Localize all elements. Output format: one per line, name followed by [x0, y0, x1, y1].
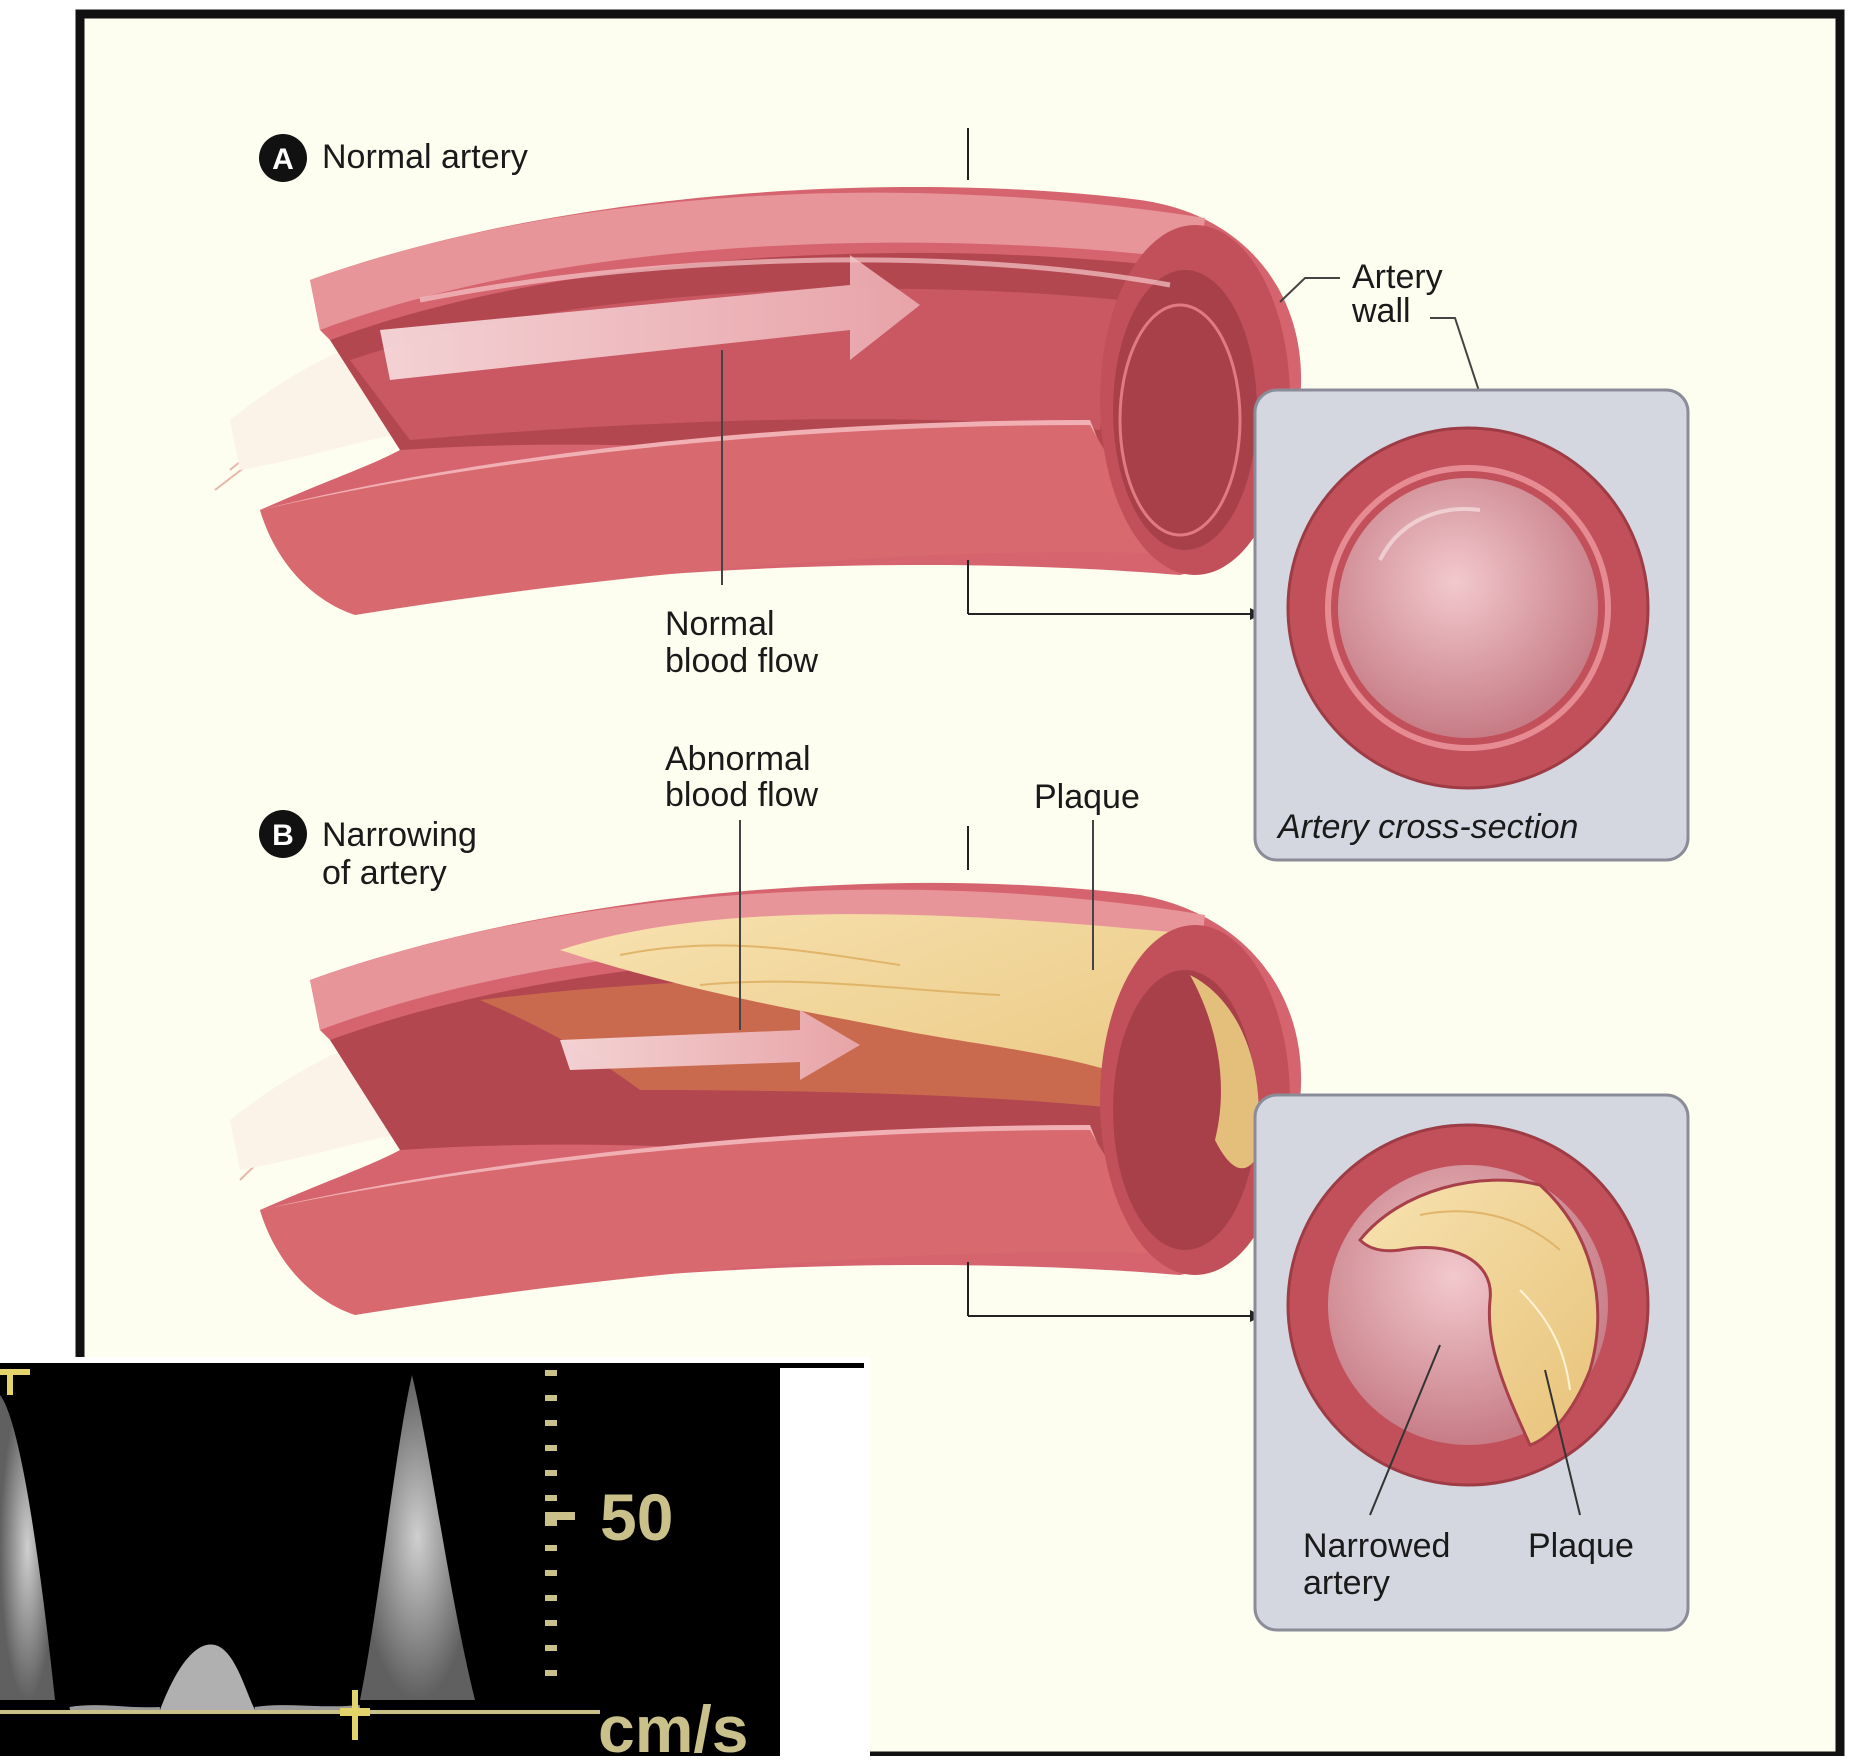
doppler-scale-value: 50: [600, 1480, 673, 1554]
abnormal-blood-flow-label-line1: Abnormal: [665, 740, 811, 778]
narrowing-title-line2: of artery: [322, 854, 447, 892]
cross-section-plaque-label: Plaque: [1528, 1527, 1634, 1565]
normal-blood-flow-label-line2: blood flow: [665, 642, 819, 680]
doppler-unit-label: cm/s: [598, 1692, 748, 1756]
artery-wall-label-line2: wall: [1351, 292, 1411, 330]
normal-blood-flow-label-line1: Normal: [665, 605, 775, 643]
badge-a: A: [259, 134, 307, 182]
svg-text:B: B: [272, 819, 294, 852]
svg-text:A: A: [272, 143, 294, 176]
cross-section-caption: Artery cross-section: [1276, 808, 1578, 846]
normal-artery-title: Normal artery: [322, 138, 528, 176]
narrowed-artery-label-line1: Narrowed: [1303, 1527, 1450, 1565]
narrowing-title-line1: Narrowing: [322, 816, 477, 854]
normal-cross-section-inset: [1255, 390, 1688, 860]
plaque-label: Plaque: [1034, 778, 1140, 816]
badge-b: B: [259, 810, 307, 858]
narrowed-artery-label-line2: artery: [1303, 1564, 1390, 1602]
abnormal-blood-flow-label-line2: blood flow: [665, 776, 819, 814]
artery-wall-label-line1: Artery: [1352, 258, 1443, 296]
